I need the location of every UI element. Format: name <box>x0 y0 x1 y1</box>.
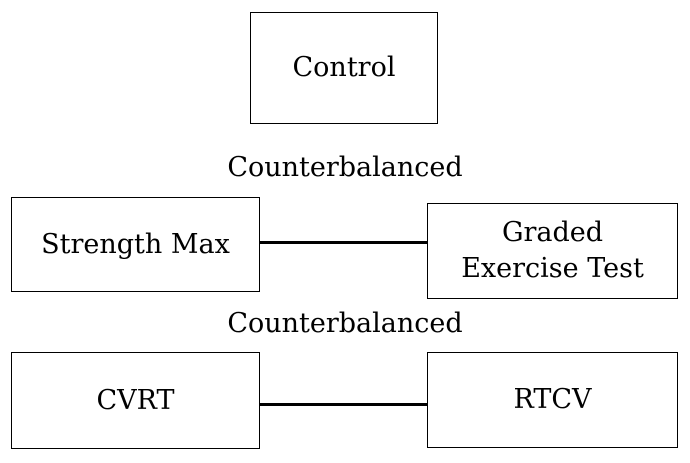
counterbalanced-label-1: Counterbalanced <box>227 152 463 183</box>
connector-line-2 <box>260 403 427 406</box>
control-label: Control <box>292 52 396 83</box>
graded-exercise-test-label-line2: Exercise Test <box>461 253 644 284</box>
control-box: Control <box>250 12 438 124</box>
counterbalanced-label-2: Counterbalanced <box>227 308 463 339</box>
rtcv-box: RTCV <box>427 352 678 448</box>
graded-exercise-test-label-line1: Graded <box>501 217 604 248</box>
connector-line-1 <box>260 241 427 244</box>
cvrt-box: CVRT <box>11 352 260 449</box>
graded-exercise-test-box: Graded Exercise Test <box>427 203 678 299</box>
rtcv-label: RTCV <box>513 384 592 415</box>
strength-max-label: Strength Max <box>41 228 230 260</box>
strength-max-box: Strength Max <box>11 197 260 292</box>
cvrt-label: CVRT <box>96 384 175 416</box>
